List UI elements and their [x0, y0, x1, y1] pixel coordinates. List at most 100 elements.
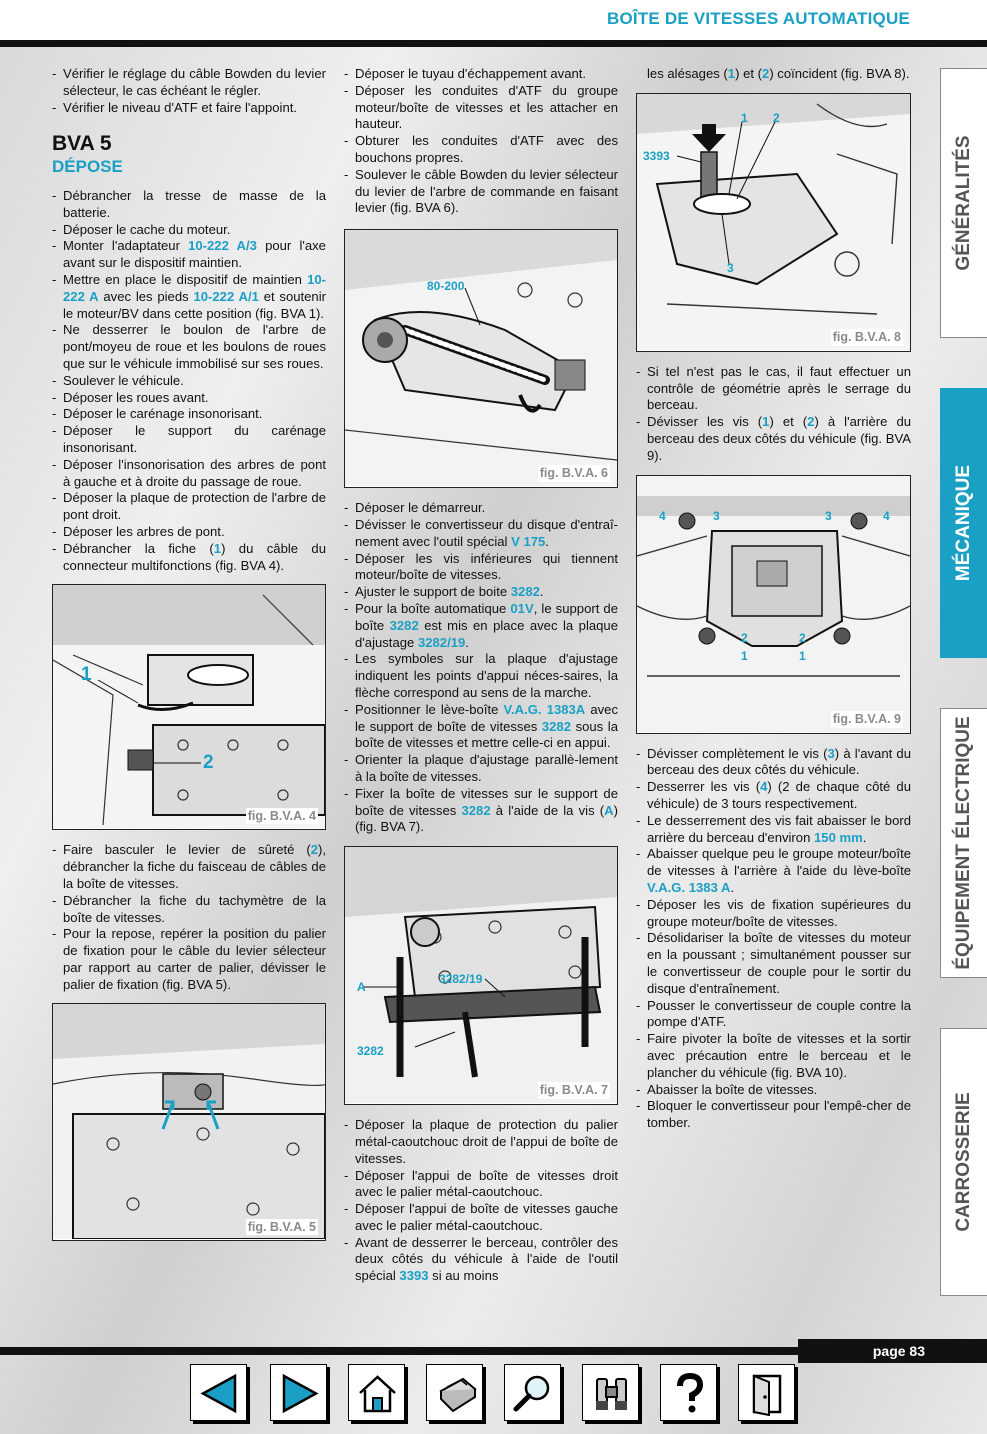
list-item: Si tel n'est pas le cas, il faut effectu… [636, 364, 911, 414]
figure-label: 3282 [357, 1044, 384, 1059]
list-item: Déposer les conduites d'ATF du groupe mo… [344, 83, 618, 133]
list-item: Déposer la plaque de protection de l'arb… [52, 490, 326, 524]
figure-label: 3 [825, 508, 832, 523]
list-item: Débrancher la fiche du tachymètre de la … [52, 893, 326, 927]
list-item: Débrancher la fiche (1) du câble du conn… [52, 541, 326, 575]
figure-bva-8: 1 2 3393 3 fig. B.V.A. 8 [636, 92, 911, 352]
list-item: Pour la boîte automatique 01V, le suppor… [344, 601, 618, 651]
list-item: Dévisser les vis (1) et (2) à l'arrière … [636, 414, 911, 464]
figure-bva-4: 1 2 fig. B.V.A. 4 [52, 584, 326, 831]
list-item: Déposer l'appui de boîte de vitesses gau… [344, 1201, 618, 1235]
list-item: Pousser le convertisseur de couple contr… [636, 998, 911, 1032]
list-item: Déposer l'appui de boîte de vitesses dro… [344, 1168, 618, 1202]
figure-bva-6-drawing [345, 230, 617, 487]
list-item: Déposer le démarreur. [344, 500, 618, 517]
list-item: Vérifier le réglage du câble Bowden du l… [52, 66, 326, 100]
list-item: Orienter la plaque d'ajustage parallè-le… [344, 752, 618, 786]
binoculars-icon [596, 1378, 627, 1410]
figure-label: 2 [203, 752, 214, 774]
figure-caption: fig. B.V.A. 8 [830, 329, 903, 346]
figure-label: 4 [883, 508, 890, 523]
list-item: Bloquer le convertisseur pour l'empê-che… [636, 1098, 911, 1132]
list-item: Soulever le véhicule. [52, 373, 326, 390]
figure-label: 4 [659, 508, 666, 523]
list-item: Les symboles sur la plaque d'ajustage in… [344, 651, 618, 701]
prev-page-button[interactable] [190, 1364, 247, 1421]
tab-mecanique[interactable]: MÉCANIQUE [940, 388, 987, 658]
figure-label: 3393 [643, 148, 670, 163]
list-item: Vérifier le niveau d'ATF et faire l'appo… [52, 100, 326, 117]
section-title: BVA 5 [52, 132, 112, 156]
list-item: Faire basculer le levier de sûreté (2), … [52, 842, 326, 892]
tab-generalites[interactable]: GÉNÉRALITÉS [940, 68, 987, 338]
list-item-continued: les alésages (1) et (2) coïncident (fig.… [647, 66, 910, 81]
figure-caption: fig. B.V.A. 4 [245, 807, 318, 825]
help-icon [677, 1372, 704, 1413]
search-icon [513, 1375, 550, 1412]
figure-label: 80-200 [427, 279, 465, 294]
list-item: Pour la repose, repérer la position du p… [52, 926, 326, 993]
figure-label: 3 [727, 260, 734, 275]
figure-caption: fig. B.V.A. 6 [537, 465, 610, 483]
figure-bva-5: fig. B.V.A. 5 [52, 1003, 326, 1242]
header-title: BOÎTE DE VITESSES AUTOMATIQUE [606, 9, 910, 28]
list-item: Soulever le câble Bowden du levier sélec… [344, 167, 618, 217]
section-tabs: GÉNÉRALITÉS MÉCANIQUE ÉQUIPEMENT ÉLECTRI… [940, 0, 987, 1434]
figure-bva-9: 4 3 3 4 2 1 2 1 fig. B.V.A. 9 [636, 474, 911, 734]
arrow-right-icon [282, 1373, 319, 1414]
list-item: Déposer l'insonorisation des arbres de p… [52, 457, 326, 491]
figure-label: 1 [799, 648, 806, 663]
list-item: Fixer la boîte de vitesses sur le suppor… [344, 786, 618, 836]
exit-door-icon [752, 1374, 782, 1416]
print-button[interactable] [426, 1364, 483, 1421]
figure-label: A [357, 980, 366, 995]
list-item: Abaisser quelque peu le groupe moteur/bo… [636, 846, 911, 896]
list-item: Dévisser complètement le vis (3) à l'ava… [636, 746, 911, 780]
figure-caption: fig. B.V.A. 5 [245, 1218, 318, 1236]
figure-label: 2 [799, 630, 806, 645]
tab-carrosserie[interactable]: CARROSSERIE [940, 1028, 987, 1296]
list-item: Déposer les vis inférieures qui tiennent… [344, 551, 618, 585]
list-item: Positionner le lève-boîte V.A.G. 1383A a… [344, 702, 618, 752]
browse-button[interactable] [582, 1364, 639, 1421]
arrow-left-icon [200, 1373, 237, 1414]
figure-label: 3 [713, 508, 720, 523]
list-item: Monter l'adaptateur 10-222 A/3 pour l'ax… [52, 238, 326, 272]
figure-bva-9-drawing [637, 475, 910, 732]
search-button[interactable] [504, 1364, 561, 1421]
list-item: Abaisser la boîte de vitesses. [636, 1082, 911, 1099]
printer-icon [439, 1377, 477, 1413]
figure-label: 1 [741, 110, 748, 125]
home-button[interactable] [348, 1364, 405, 1421]
exit-button[interactable] [738, 1364, 795, 1421]
column-3: les alésages (1) et (2) coïncident (fig.… [636, 66, 911, 1132]
figure-bva-4-drawing [53, 585, 325, 829]
figure-label: 3282/19 [439, 972, 483, 987]
list-item: Déposer les arbres de pont. [52, 524, 326, 541]
list-item: Avant de desserrer le berceau, contrôler… [344, 1235, 618, 1285]
list-item: Déposer le support du carénage insonoris… [52, 423, 326, 457]
figure-caption: fig. B.V.A. 9 [830, 710, 903, 728]
list-item: Le desserrement des vis fait abaisser le… [636, 813, 911, 847]
tool-ref: 10-222 A/1 [193, 288, 259, 304]
list-item: Désolidariser la boîte de vitesses du mo… [636, 930, 911, 997]
tool-ref: 10-222 A/3 [188, 238, 257, 254]
next-page-button[interactable] [270, 1364, 327, 1421]
figure-bva-7: 3282/19 A 3282 fig. B.V.A. 7 [344, 846, 618, 1106]
list-item: Déposer le tuyau d'échappement avant. [344, 66, 618, 83]
page-header: BOÎTE DE VITESSES AUTOMATIQUE [0, 0, 987, 40]
figure-bva-8-drawing [637, 93, 910, 350]
list-item: Ne desserrer le boulon de l'arbre de pon… [52, 322, 326, 372]
tab-equipement-electrique[interactable]: ÉQUIPEMENT ÉLECTRIQUE [940, 708, 987, 978]
help-button[interactable] [660, 1364, 717, 1421]
list-item: Déposer le cache du moteur. [52, 222, 326, 239]
top-rule [0, 40, 987, 47]
figure-bva-7-drawing [345, 847, 617, 1104]
list-item: Faire pivoter la boîte de vitesses et la… [636, 1031, 911, 1081]
bottom-rule [0, 1347, 987, 1355]
list-item: Déposer les roues avant. [52, 390, 326, 407]
list-item: Déposer les vis de fixation supérieures … [636, 897, 911, 931]
tool-ref: 10-222 A [63, 271, 326, 304]
figure-bva-6: 80-200 fig. B.V.A. 6 [344, 229, 618, 489]
figure-bva-5-drawing [53, 1004, 325, 1240]
